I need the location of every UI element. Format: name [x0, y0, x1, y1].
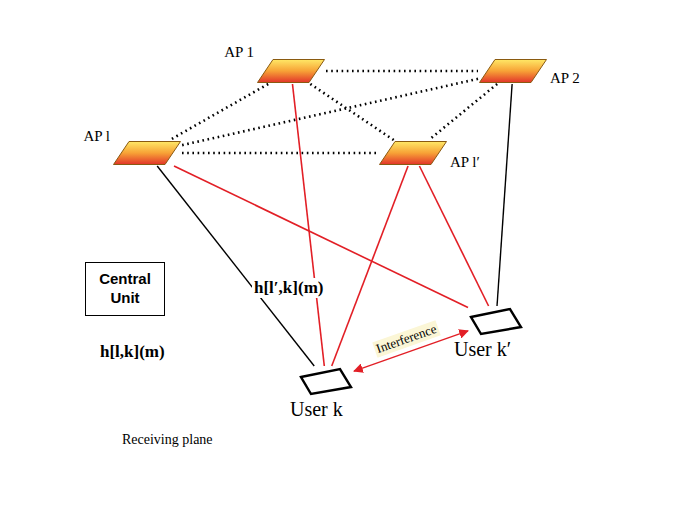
channel-label: h[l′,k](m)	[252, 278, 325, 298]
channel-label: h[l,k](m)	[98, 342, 167, 362]
access-point-label: AP l′	[450, 154, 480, 171]
ap-panel	[256, 58, 326, 84]
access-point: AP 1	[256, 58, 326, 84]
hidden-edges	[62, 15, 652, 508]
channel-link	[292, 84, 324, 366]
user-terminal-label: User k	[290, 398, 343, 421]
user-device-outline	[471, 309, 521, 334]
edge-label: Interference	[373, 320, 441, 357]
backhaul-link	[170, 84, 268, 140]
ap-panel-face	[480, 60, 547, 83]
ap-panel-face	[258, 60, 325, 83]
user-terminal: User k	[298, 366, 354, 396]
receiving-plane-label: Receiving plane	[122, 432, 213, 448]
backhaul-link	[182, 79, 478, 145]
backhaul-link	[326, 70, 478, 73]
ap-panel	[112, 140, 182, 166]
ap-panel-face	[114, 142, 181, 165]
room-box	[60, 15, 652, 520]
channel-link	[419, 166, 488, 306]
central-unit-box-label: Central Unit	[92, 270, 158, 308]
channel-link	[174, 166, 468, 308]
ap-panel-face	[380, 142, 447, 165]
receiving-plane: User k User k′ Receiving plane	[92, 310, 640, 466]
receiving-plane-fill	[92, 310, 640, 466]
channel-link	[497, 84, 512, 306]
central-unit-box: Central Unit	[85, 262, 165, 316]
ap-panel	[478, 58, 548, 84]
access-point: AP l′	[378, 140, 448, 166]
user-device	[468, 306, 524, 336]
backhaul-link	[310, 84, 393, 140]
backhaul-link	[429, 84, 497, 140]
user-device	[298, 366, 354, 396]
user-terminal: User k′	[468, 306, 524, 336]
access-point: AP l	[112, 140, 182, 166]
access-point: AP 2	[478, 58, 548, 84]
access-point-label: AP 1	[224, 44, 254, 61]
user-terminal-label: User k′	[454, 338, 511, 361]
access-point-label: AP l	[83, 128, 110, 145]
access-point-label: AP 2	[550, 70, 580, 87]
backhaul-link	[182, 152, 378, 155]
ap-panel	[378, 140, 448, 166]
normal-vectors	[150, 92, 535, 374]
user-device-outline	[301, 369, 351, 394]
